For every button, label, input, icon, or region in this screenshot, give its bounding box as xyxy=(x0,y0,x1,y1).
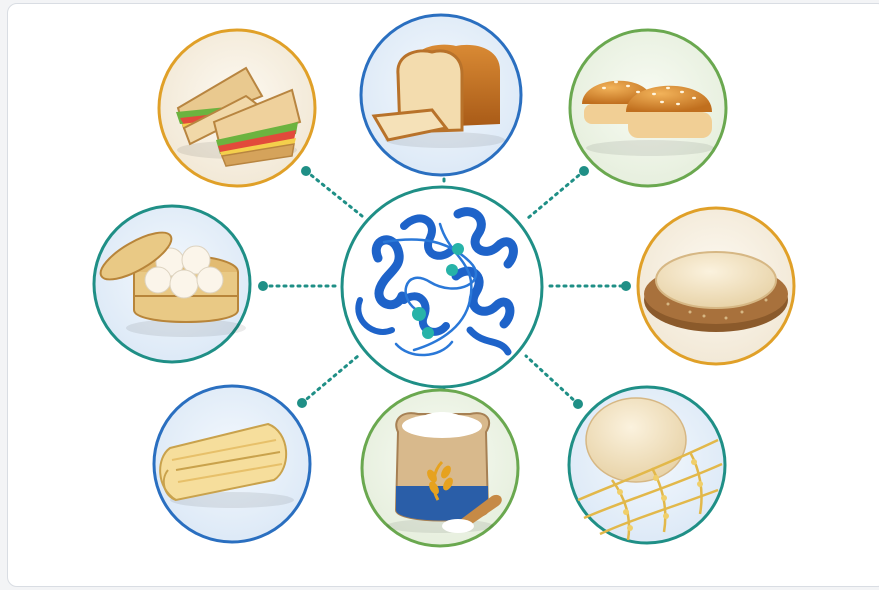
protein-ribbon-icon xyxy=(355,207,518,357)
connector-pastry-sheet xyxy=(300,354,360,405)
connector-burger-buns xyxy=(526,169,586,220)
item-bread-loaf xyxy=(359,13,523,177)
steamed-buns-icon xyxy=(99,231,246,337)
connector-dot-pastry-sheet xyxy=(297,398,307,408)
sandwich-icon xyxy=(176,66,302,167)
pizza-dough-icon xyxy=(644,251,788,332)
item-gluten-network xyxy=(567,385,727,545)
connector-dot-sandwich xyxy=(301,166,311,176)
item-pizza-dough xyxy=(636,206,796,366)
item-steamed-buns xyxy=(92,204,252,364)
connector-dot-burger-buns xyxy=(579,166,589,176)
connector-dot-steamed-buns xyxy=(258,281,268,291)
connector-dot-gluten-network xyxy=(573,399,583,409)
protein-node xyxy=(422,327,434,339)
center-protein xyxy=(340,185,544,389)
burger-buns-icon xyxy=(582,80,714,156)
item-flour-sack xyxy=(360,388,520,548)
item-sandwich xyxy=(157,28,317,188)
gluten-network-icon xyxy=(577,397,723,541)
connectors xyxy=(258,166,631,409)
flour-sack-icon xyxy=(386,412,502,533)
bread-loaf-icon xyxy=(371,44,505,148)
item-burger-buns xyxy=(568,28,728,188)
connector-gluten-network xyxy=(524,354,580,406)
item-pastry-sheet xyxy=(152,384,312,544)
connector-dot-pizza-dough xyxy=(621,281,631,291)
protein-node xyxy=(412,307,426,321)
protein-node xyxy=(446,264,458,276)
pastry-sheet-icon xyxy=(159,422,294,508)
protein-node xyxy=(452,243,464,255)
connector-sandwich xyxy=(304,169,364,218)
